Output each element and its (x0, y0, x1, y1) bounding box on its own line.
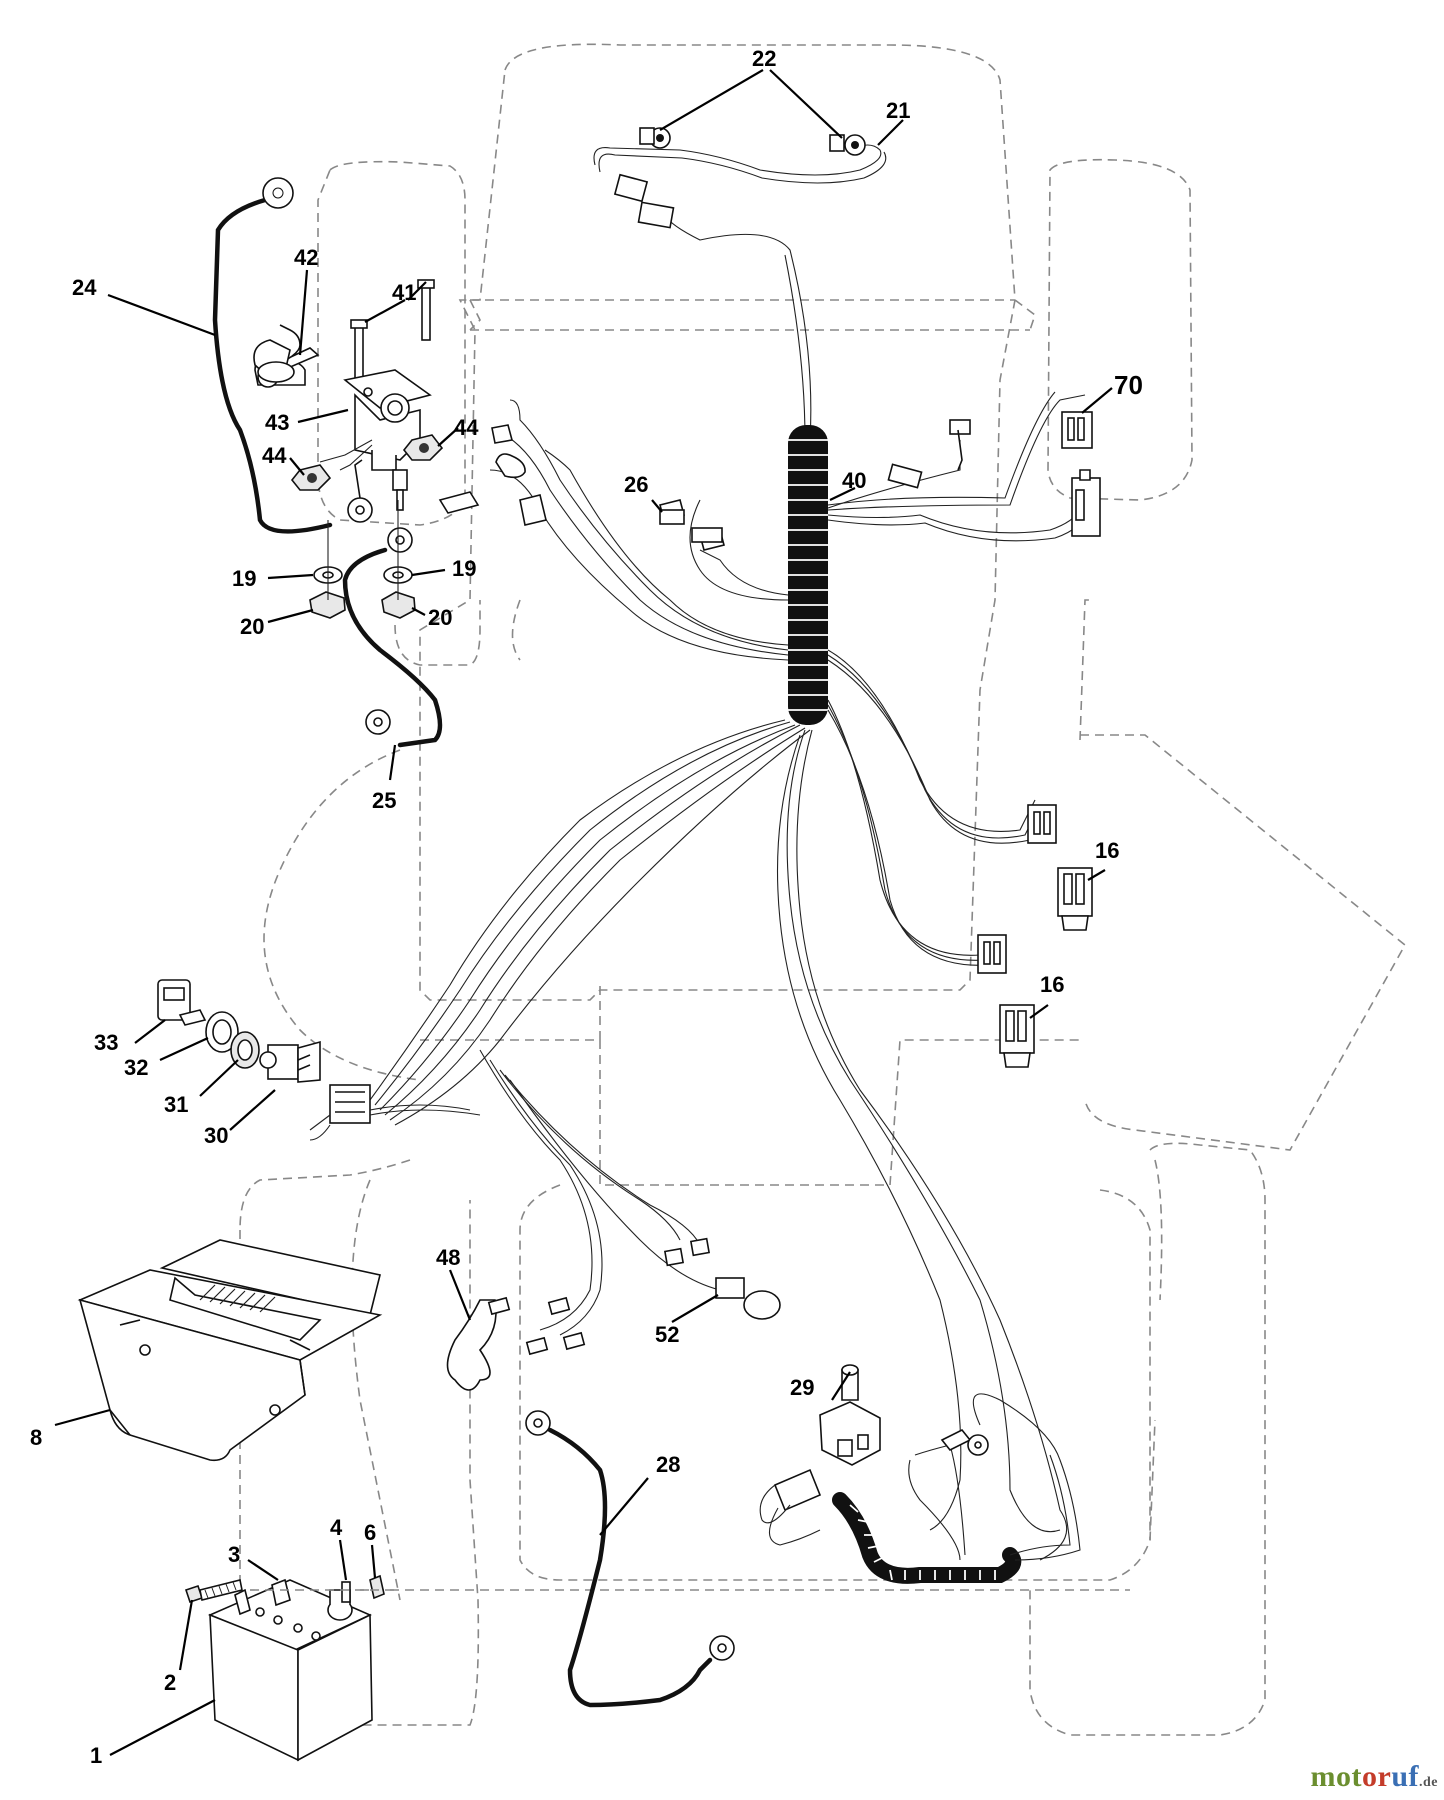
seat-switch-coil (832, 1492, 1022, 1584)
battery (184, 1574, 400, 1762)
callout-1: 1 (90, 1743, 102, 1768)
connector-26a (659, 509, 685, 525)
callout-70: 70 (1114, 370, 1143, 400)
callout-44a: 44 (262, 443, 287, 468)
interlock-switch-lower (999, 1004, 1035, 1068)
callout-25: 25 (372, 788, 396, 813)
callout-16b: 16 (1040, 972, 1064, 997)
callout-44b: 44 (454, 415, 479, 440)
callout-21: 21 (886, 98, 910, 123)
upper-left-connectors (438, 424, 725, 551)
headlight-bulb-right (829, 134, 866, 156)
callout-28: 28 (656, 1452, 680, 1477)
watermark-part1: mot (1310, 1760, 1362, 1793)
callout-20a: 20 (240, 614, 264, 639)
starter-solenoid-assembly (212, 177, 444, 748)
callout-43: 43 (265, 410, 289, 435)
chassis-outline (239, 43, 1407, 1736)
callout-41: 41 (392, 280, 416, 305)
interlock-switch-upper (1057, 867, 1093, 931)
callout-22: 22 (752, 46, 776, 71)
callout-19b: 19 (452, 556, 476, 581)
callouts: 22 21 24 42 41 43 44 44 70 26 40 19 19 2… (30, 46, 1143, 1768)
lower-connectors (446, 1237, 781, 1391)
callout-20b: 20 (428, 605, 452, 630)
battery-cable (525, 1410, 735, 1708)
callout-30: 30 (204, 1123, 228, 1148)
callout-32: 32 (124, 1055, 148, 1080)
main-wiring-harness (309, 214, 1091, 1561)
ignition-switch (259, 1040, 321, 1083)
callout-26: 26 (624, 472, 648, 497)
callout-24: 24 (72, 275, 97, 300)
callout-31: 31 (164, 1092, 188, 1117)
callout-42: 42 (294, 245, 318, 270)
callout-4: 4 (330, 1515, 343, 1540)
callout-52: 52 (655, 1322, 679, 1347)
ignition-switch-group (157, 979, 481, 1131)
connector-headlight-mate (637, 201, 675, 229)
callout-19a: 19 (232, 566, 256, 591)
callout-6: 6 (364, 1520, 376, 1545)
callout-8: 8 (30, 1425, 42, 1450)
seat-switch (759, 1364, 1081, 1584)
connector-headlight (613, 173, 649, 203)
right-connectors (887, 411, 1101, 1068)
headlight-bulb-left (639, 127, 671, 149)
callout-40: 40 (842, 468, 866, 493)
connector-26b (691, 527, 723, 543)
watermark-part3: uf (1391, 1760, 1419, 1793)
ignition-bezel (205, 1011, 239, 1053)
headlight-harness (593, 127, 887, 229)
bulb-52 (743, 1290, 781, 1320)
leader-lines (54, 69, 1113, 1756)
ignition-key (157, 979, 207, 1026)
battery-tray (77, 1239, 383, 1462)
callout-2: 2 (164, 1670, 176, 1695)
watermark-logo: motoruf.de (1311, 1760, 1439, 1794)
ignition-nut (230, 1031, 260, 1069)
callout-16a: 16 (1095, 838, 1119, 863)
callout-29: 29 (790, 1375, 814, 1400)
harness-sleeve-upper (788, 425, 828, 725)
watermark-part2: or (1361, 1760, 1392, 1793)
callout-33: 33 (94, 1030, 118, 1055)
callout-3: 3 (228, 1542, 240, 1567)
connector-52 (715, 1277, 745, 1299)
watermark-domain: .de (1419, 1775, 1438, 1790)
callout-48: 48 (436, 1245, 460, 1270)
